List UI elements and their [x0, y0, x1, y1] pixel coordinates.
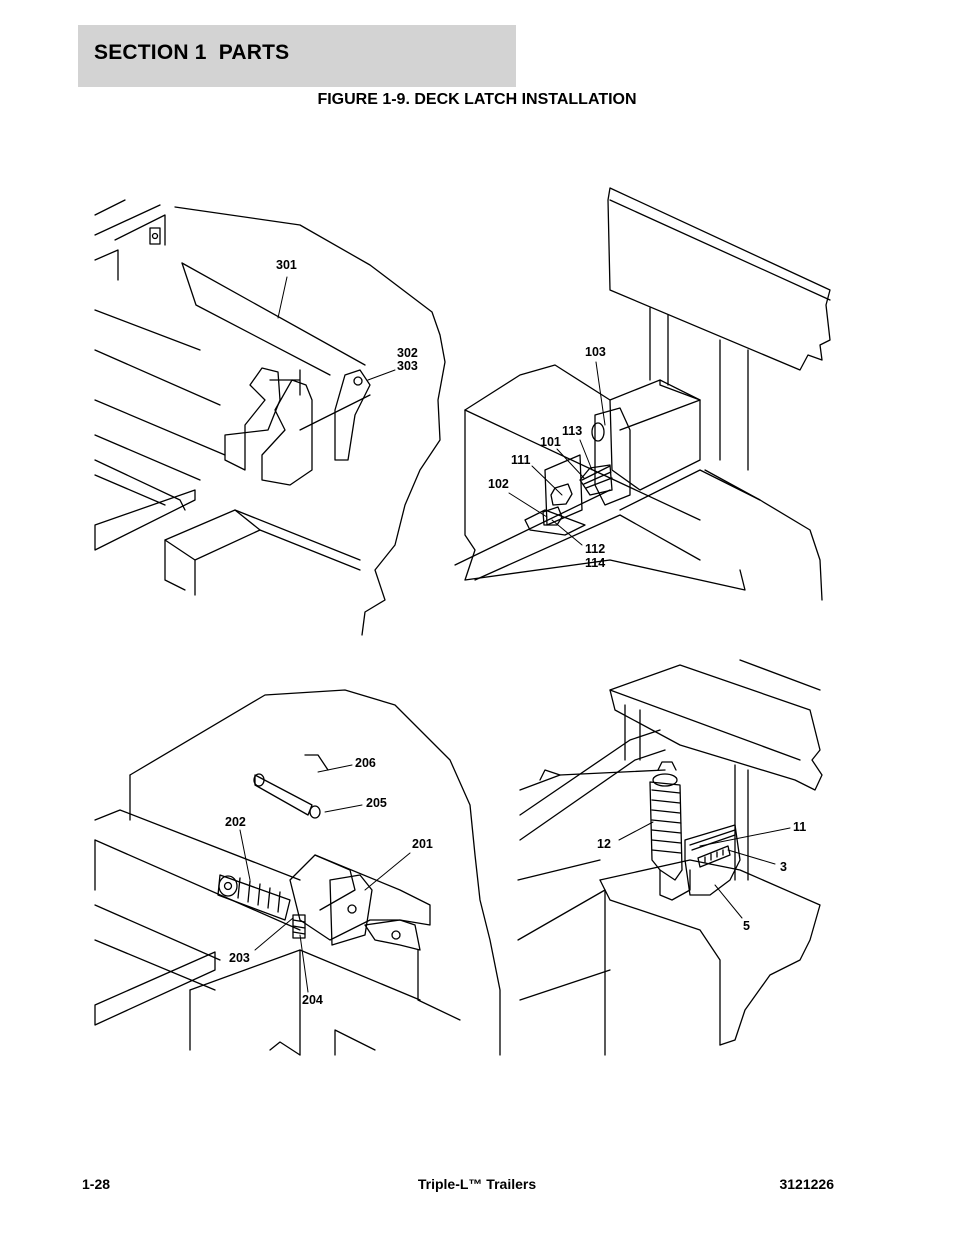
callout-114: 114 [585, 556, 605, 570]
callout-5: 5 [743, 919, 750, 933]
panel-top-right [454, 187, 831, 601]
callout-101: 101 [540, 435, 561, 449]
section-title: SECTION 1 PARTS [94, 41, 290, 64]
callout-206: 206 [355, 756, 376, 770]
document-number: 3121226 [779, 1176, 834, 1192]
callout-205: 205 [366, 796, 387, 810]
callout-203: 203 [229, 951, 250, 965]
callout-111: 111 [511, 453, 531, 467]
page-number: 1-28 [82, 1176, 111, 1192]
callout-201: 201 [412, 837, 433, 851]
callout-labels: 301 302 303 103 113 101 111 102 112 114 … [225, 258, 806, 1007]
callout-302: 302 [397, 346, 418, 360]
callout-303: 303 [397, 359, 418, 373]
callout-112: 112 [585, 542, 605, 556]
product-name: Triple-L™ Trailers [417, 1176, 537, 1192]
callout-204: 204 [302, 993, 323, 1007]
section-header-bar: SECTION 1 PARTS [78, 25, 516, 87]
callout-102: 102 [488, 477, 509, 491]
callout-3: 3 [780, 860, 787, 874]
callout-113: 113 [562, 424, 582, 438]
callout-301: 301 [276, 258, 297, 272]
panel-bottom-right [517, 659, 823, 1056]
callout-12: 12 [597, 837, 611, 851]
callout-202: 202 [225, 815, 246, 829]
leader-lines [239, 276, 791, 993]
callout-103: 103 [585, 345, 606, 359]
figure-title: FIGURE 1-9. DECK LATCH INSTALLATION [317, 91, 637, 108]
panel-top-left [94, 199, 446, 636]
panel-bottom-left [94, 689, 501, 1056]
callout-11: 11 [793, 820, 806, 834]
